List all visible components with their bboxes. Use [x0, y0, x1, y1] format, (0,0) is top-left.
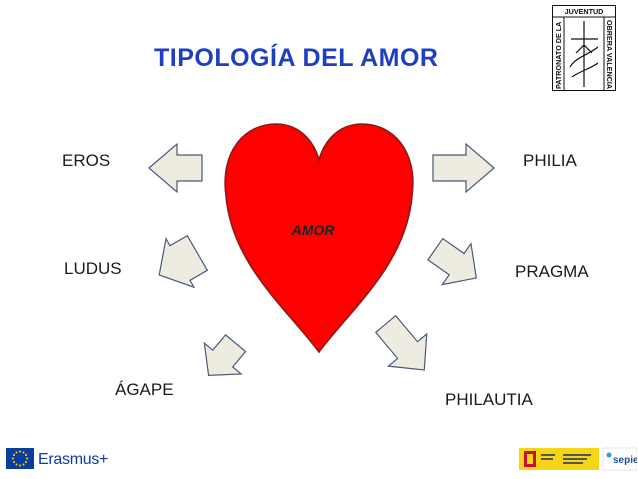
label-philautia: PHILAUTIA	[445, 390, 533, 409]
logo-top-text: JUVENTUD	[565, 7, 604, 16]
patronato-logo: JUVENTUD PATRONATO DE LA OBRERA VALENCIA	[552, 5, 616, 91]
arrow-eros	[148, 142, 203, 194]
arrow-ludus	[158, 234, 209, 289]
arrow-agape	[203, 334, 247, 377]
erasmus-label: Erasmus+	[38, 451, 109, 468]
label-agape: ÁGAPE	[115, 380, 174, 399]
arrow-philia	[432, 142, 495, 194]
footer-institution-logos: sepie	[519, 447, 637, 471]
label-eros: EROS	[62, 151, 111, 170]
center-label: AMOR	[291, 222, 336, 238]
sepie-dot-icon	[606, 452, 612, 458]
label-pragma: PRAGMA	[515, 262, 589, 281]
logo-right-text: OBRERA VALENCIA	[605, 20, 614, 89]
arrow-philautia	[374, 314, 428, 371]
eu-flag-icon	[6, 448, 34, 469]
sepie-label: sepie	[613, 455, 637, 466]
label-philia: PHILIA	[523, 151, 577, 170]
label-ludus: LUDUS	[64, 259, 122, 278]
heart-shape	[224, 123, 414, 354]
arrow-pragma	[427, 237, 477, 286]
slide-title: TIPOLOGÍA DEL AMOR	[154, 44, 439, 72]
logo-left-text: PATRONATO DE LA	[554, 22, 563, 89]
